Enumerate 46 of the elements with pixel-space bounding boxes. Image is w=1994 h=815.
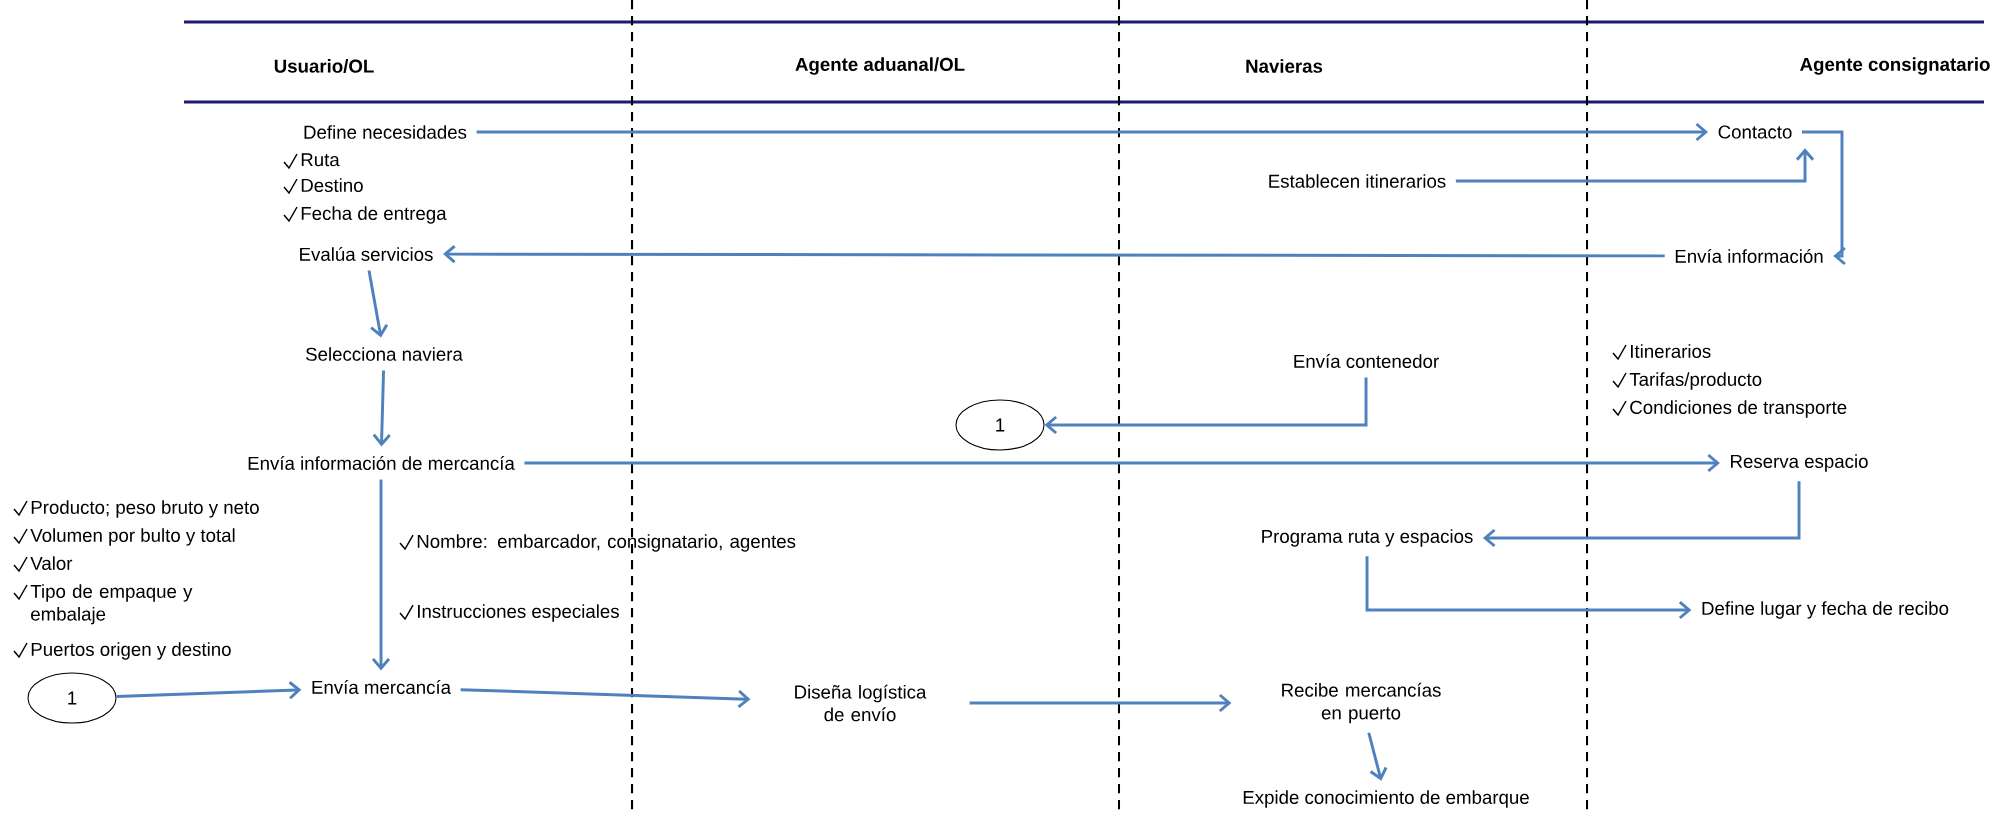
- arrow: [1365, 556, 1692, 620]
- column-heading: Navieras: [1246, 59, 1323, 73]
- arrow: [1482, 481, 1801, 548]
- step-text: Define necesidades: [304, 125, 467, 139]
- step-text: Envía información de mercancía: [248, 456, 515, 470]
- column-heading: Agente consignatario: [1800, 57, 1990, 75]
- arrow: [969, 693, 1232, 713]
- column-heading: Agente aduanal/OL: [795, 57, 965, 75]
- checklist-item: Ruta: [301, 153, 340, 167]
- step-text: Selecciona naviera: [306, 347, 463, 361]
- step-text: Evalúa servicios: [300, 247, 433, 261]
- column-heading: Usuario/OL: [274, 59, 374, 73]
- arrow: [372, 370, 391, 447]
- arrow: [116, 681, 302, 700]
- step-text: Envía información: [1675, 249, 1823, 263]
- checklist-item: Fecha de entrega: [301, 206, 447, 224]
- arrow: [367, 270, 389, 338]
- checklist-item: Tarifas/producto: [1629, 372, 1762, 390]
- arrow: [524, 453, 1720, 473]
- checklist-item: Tipo de empaque y embalaje: [30, 584, 193, 625]
- step-text: Contacto: [1718, 125, 1792, 139]
- checklist-item: Destino: [301, 178, 363, 192]
- step-text: Define lugar y fecha de recibo: [1702, 601, 1949, 619]
- step-text: Establecen itinerarios: [1269, 174, 1446, 188]
- step-text: Reserva espacio: [1731, 454, 1868, 472]
- checklist-item: Valor: [30, 556, 73, 570]
- arrow: [1801, 130, 1846, 266]
- arrow: [443, 245, 1665, 264]
- step-text: Recibe mercancías en puerto: [1282, 682, 1441, 724]
- arrow: [371, 479, 391, 671]
- checklist-item: Nombre: embarcador, consignatario, agentes: [417, 534, 796, 552]
- checklist-item: Itinerarios: [1631, 344, 1711, 358]
- arrow: [460, 688, 751, 709]
- step-text: Expide conocimiento de embarque: [1243, 790, 1529, 808]
- step-text: Envía mercancía: [312, 680, 452, 694]
- arrow: [1367, 732, 1388, 781]
- checklist-item: Volumen por bulto y total: [30, 528, 235, 546]
- step-text: Programa ruta y espacios: [1262, 529, 1473, 547]
- step-text: Diseña logística de envío: [795, 684, 927, 722]
- checklist-item: Producto; peso bruto y neto: [31, 500, 259, 518]
- arrow: [1455, 148, 1815, 183]
- step-text: Envía contenedor: [1294, 354, 1439, 368]
- arrow: [1044, 377, 1368, 435]
- checklist-item: Condiciones de transporte: [1630, 400, 1847, 418]
- arrow: [476, 122, 1709, 142]
- checklist-item: Instrucciones especiales: [418, 604, 619, 622]
